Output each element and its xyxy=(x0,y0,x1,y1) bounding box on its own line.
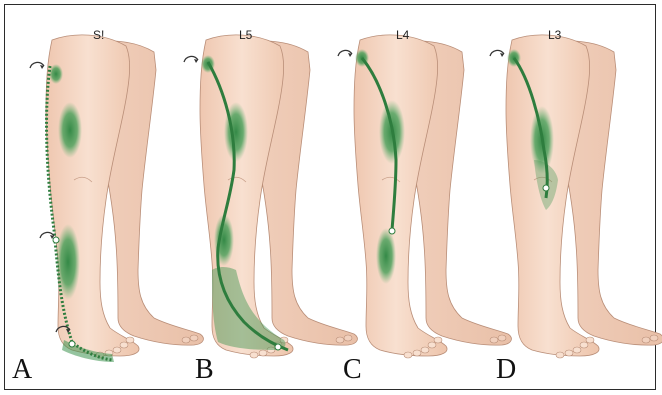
panel-a-legs xyxy=(30,35,203,362)
panel-c-zone-calf xyxy=(376,228,396,284)
panel-a-marker-ankle xyxy=(69,341,75,347)
panel-a-zone-thigh xyxy=(58,102,82,158)
panel-a-zone-calf xyxy=(56,224,80,300)
panel-b-letter: B xyxy=(195,356,214,384)
panel-c-root-label: L4 xyxy=(396,28,409,42)
panel-c-legs xyxy=(338,35,511,358)
panel-b-legs xyxy=(184,35,357,358)
panel-d-root-label: L3 xyxy=(548,28,561,42)
panel-a-root-label: S! xyxy=(93,28,104,42)
panel-c-letter: C xyxy=(343,356,362,384)
panel-b-root-label: L5 xyxy=(239,28,252,42)
panel-d-legs xyxy=(490,35,662,358)
panel-c-marker-knee xyxy=(389,228,395,234)
panel-d-marker-knee xyxy=(543,185,549,191)
panel-d-letter: D xyxy=(496,356,516,384)
panel-b-marker-foot xyxy=(275,344,281,350)
panel-a-marker-knee xyxy=(53,237,59,243)
panel-a-letter: A xyxy=(12,356,32,384)
